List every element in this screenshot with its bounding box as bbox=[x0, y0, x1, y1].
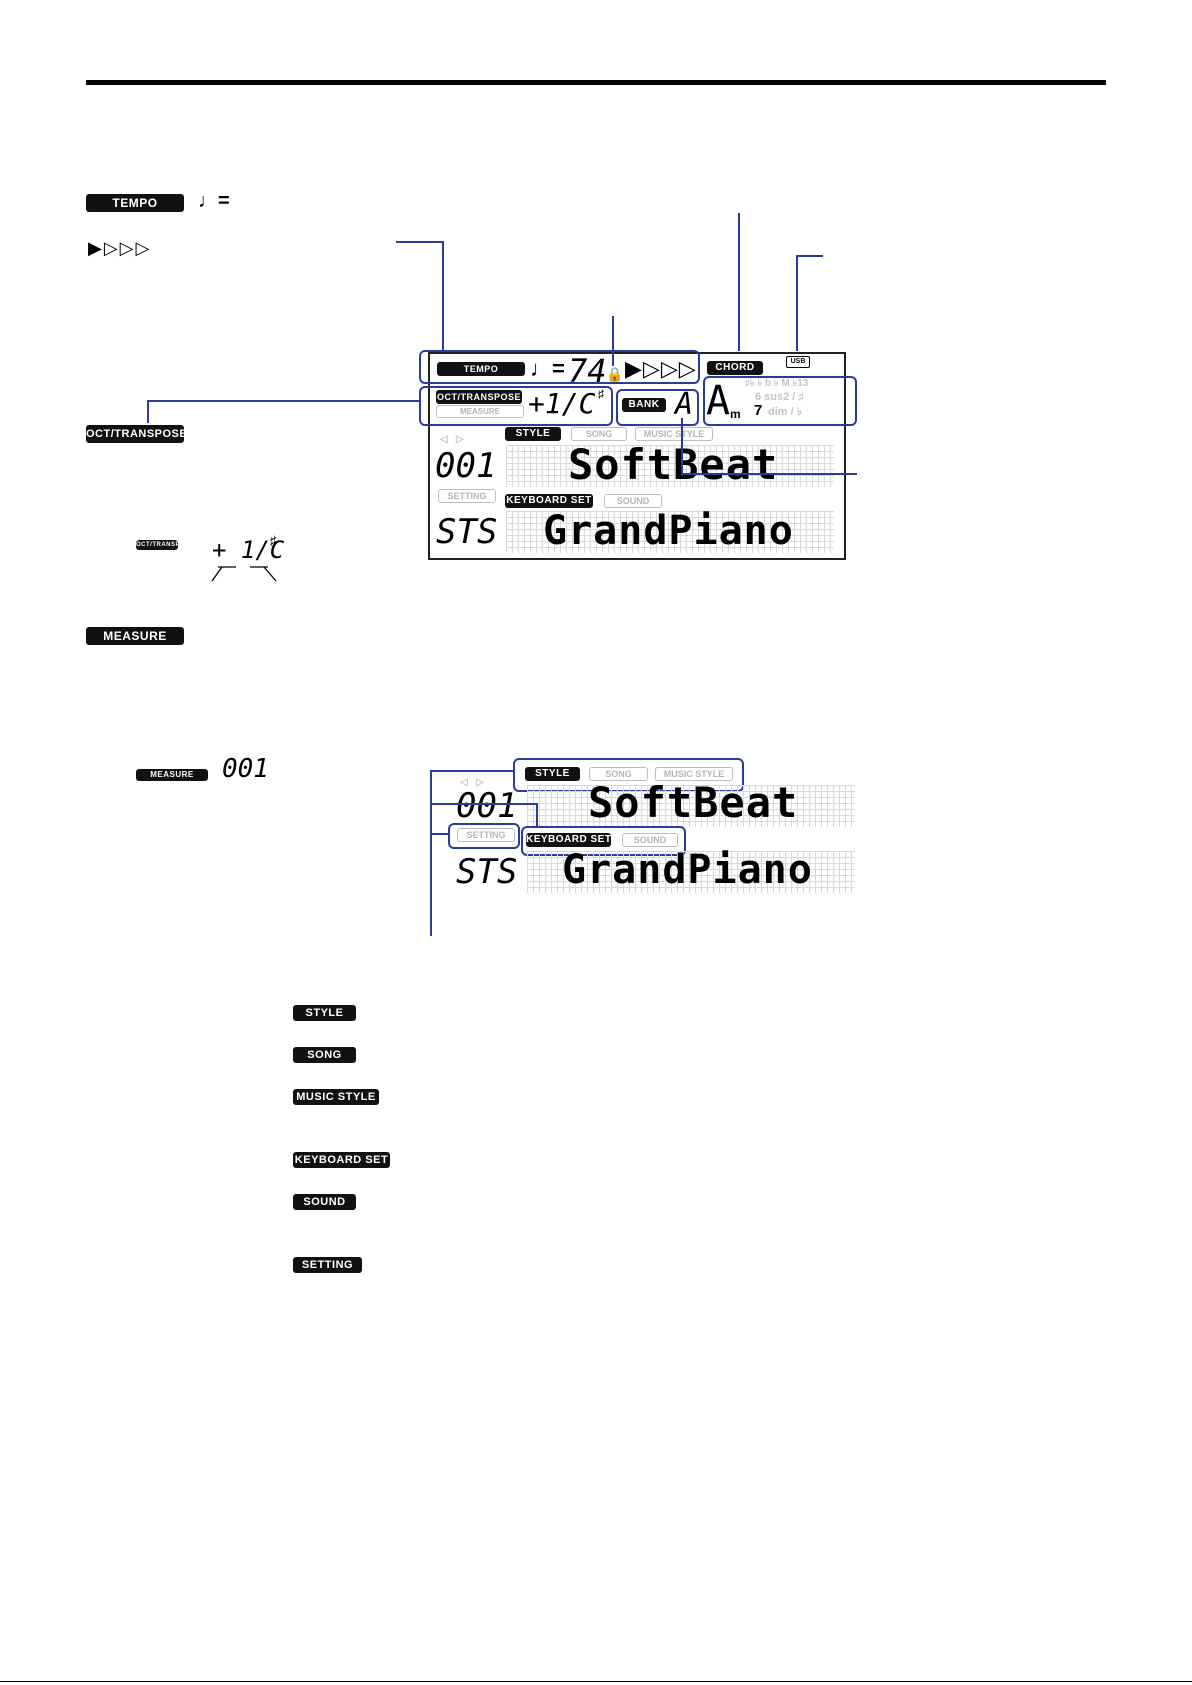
leader-detail-kbset bbox=[430, 803, 538, 805]
detail-sound-dot-matrix bbox=[527, 851, 855, 893]
callout-box-tempo bbox=[419, 350, 700, 384]
lcd-chord-ghost-1: ♯♭ ♭ b ♭ M ♭13 bbox=[745, 378, 809, 389]
usb-icon: USB bbox=[786, 356, 810, 368]
leader-bank-v bbox=[681, 418, 683, 474]
lcd-sound-number: STS bbox=[436, 512, 498, 552]
lcd-oct-value: +1/C bbox=[528, 387, 596, 420]
leader-chord bbox=[738, 213, 740, 351]
detail-song-ghost: SONG bbox=[589, 767, 648, 781]
leader-detail-style bbox=[430, 770, 514, 772]
lcd-bank-value: A bbox=[675, 387, 694, 422]
lcd-beat-icon: ▶▷▷▷ bbox=[625, 356, 697, 381]
detail-sound-name: GrandPiano bbox=[562, 847, 813, 893]
lock-icon: 🔒 bbox=[606, 366, 624, 382]
lcd-note-icon: ♩= bbox=[530, 356, 565, 381]
oct-transpose-tag: OCT/TRANSPOSE bbox=[86, 425, 187, 443]
leader-usb-h bbox=[796, 255, 823, 257]
oct-transpose-small-tag: OCT/TRANSPOSE bbox=[136, 540, 195, 550]
detail-sound-number: STS bbox=[456, 852, 518, 892]
lcd-song-ghost: SONG bbox=[571, 427, 627, 441]
lcd-chord-ghost-3: dim / ♭ bbox=[768, 406, 802, 418]
lcd-style-tag: STYLE bbox=[505, 427, 561, 441]
leader-tempo-v bbox=[442, 241, 444, 351]
leader-detail-kbset-v bbox=[536, 803, 538, 828]
lcd-style-number: 001 bbox=[435, 446, 497, 486]
callout-box-oct bbox=[419, 386, 613, 426]
detail-arrows-icon: ◁ ▷ bbox=[460, 777, 484, 788]
leader-lock bbox=[612, 316, 614, 366]
lcd-style-name: SoftBeat bbox=[568, 440, 779, 489]
lcd-arrows-icon: ◁ ▷ bbox=[440, 434, 464, 445]
detail-style-tag: STYLE bbox=[525, 767, 580, 781]
detail-style-dot-matrix bbox=[527, 785, 855, 827]
lcd-chord-root: A bbox=[706, 378, 731, 424]
callout-box-setting bbox=[448, 823, 520, 849]
lcd-display bbox=[428, 352, 846, 560]
lcd-oct-tag: OCT/TRANSPOSE bbox=[436, 390, 522, 404]
leader-oct-h bbox=[147, 400, 421, 402]
oct-value-pointers bbox=[211, 566, 277, 582]
measure-small-tag: MEASURE bbox=[136, 769, 208, 781]
lcd-chord-tag: CHORD bbox=[707, 361, 763, 375]
top-rule bbox=[86, 80, 1106, 85]
bottom-rule bbox=[0, 1681, 1192, 1682]
beat-indicator-icon: ▶▷▷▷ bbox=[88, 238, 152, 258]
measure-tag: MEASURE bbox=[86, 627, 184, 645]
sharp-icon: ♯ bbox=[270, 533, 277, 548]
lcd-style-dot-matrix bbox=[506, 445, 834, 487]
callout-box-chord bbox=[703, 376, 857, 426]
leader-tempo-h bbox=[396, 241, 444, 243]
leader-detail-setting bbox=[430, 833, 449, 835]
list-tag-song: SONG bbox=[293, 1047, 356, 1063]
list-tag-keyboard-set: KEYBOARD SET bbox=[293, 1152, 390, 1168]
detail-style-number: 001 bbox=[456, 786, 518, 826]
detail-music-style-ghost: MUSIC STYLE bbox=[655, 767, 733, 781]
callout-box-bank bbox=[616, 389, 699, 426]
lcd-sound-dot-matrix bbox=[506, 511, 834, 553]
lcd-setting-ghost: SETTING bbox=[438, 489, 496, 503]
list-tag-sound: SOUND bbox=[293, 1194, 356, 1210]
leader-detail-v bbox=[430, 770, 432, 936]
lcd-sound-ghost: SOUND bbox=[604, 494, 662, 508]
lcd-chord-ghost-2: 6 sus2 / ♯ bbox=[755, 391, 804, 403]
lcd-music-style-ghost: MUSIC STYLE bbox=[635, 427, 713, 441]
lcd-measure-ghost: MEASURE bbox=[436, 405, 524, 418]
lcd-chord-seven: 7 bbox=[754, 402, 763, 419]
list-tag-music-style: MUSIC STYLE bbox=[293, 1089, 379, 1105]
leader-usb-v bbox=[796, 255, 798, 351]
lcd-sound-name: GrandPiano bbox=[543, 508, 794, 554]
lcd-bank-tag: BANK bbox=[622, 398, 666, 412]
detail-style-name: SoftBeat bbox=[588, 778, 799, 827]
leader-oct-v bbox=[147, 400, 149, 423]
detail-sound-ghost: SOUND bbox=[622, 833, 678, 847]
measure-value-display: 001 bbox=[222, 754, 269, 784]
lcd-sharp-icon: ♯ bbox=[598, 387, 604, 401]
note-equals-icon: ♩= bbox=[198, 190, 230, 212]
detail-kbset-tag: KEYBOARD SET bbox=[526, 833, 612, 847]
oct-value-display: + 1/C bbox=[212, 536, 285, 564]
lcd-tempo-tag: TEMPO bbox=[437, 362, 525, 376]
list-tag-setting: SETTING bbox=[293, 1257, 362, 1273]
lcd-chord-minor: m bbox=[730, 407, 741, 421]
tempo-tag: TEMPO bbox=[86, 194, 184, 212]
detail-setting-ghost: SETTING bbox=[457, 828, 515, 842]
lcd-kbset-tag: KEYBOARD SET bbox=[505, 494, 593, 508]
list-tag-style: STYLE bbox=[293, 1005, 356, 1021]
leader-bank-h bbox=[681, 473, 857, 475]
